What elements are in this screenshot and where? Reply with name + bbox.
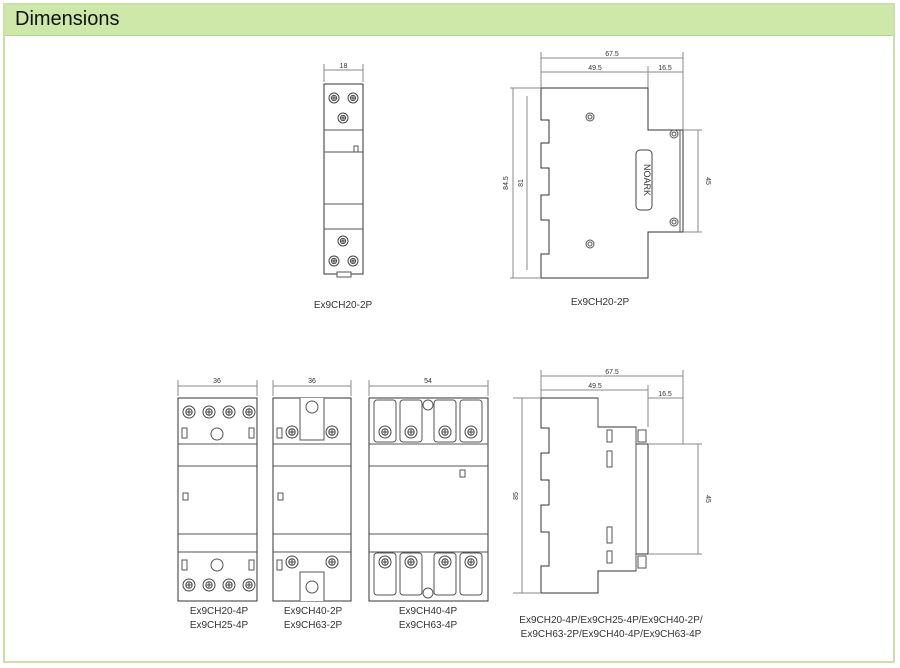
dim-h1-label: 84.5 <box>503 176 510 190</box>
dim-h2-label: 81 <box>518 179 525 187</box>
caption-line-1: Ex9CH20-4P/Ex9CH25-4P/Ex9CH40-2P/ <box>519 615 703 626</box>
dim-width-label: 54 <box>424 378 432 385</box>
dim-total-label: 67.5 <box>605 369 619 376</box>
caption-line-2: Ex9CH63-2P <box>284 620 343 631</box>
dim-a-label: 49.5 <box>588 65 602 72</box>
dim-h1-label: 85 <box>513 492 520 500</box>
dim-h2-label: 45 <box>704 495 711 503</box>
side-view-combined: 67.5 49.5 16.5 85 45 Ex9CH20-4P/Ex9CH25-… <box>513 369 711 640</box>
caption-line-2: Ex9CH63-4P <box>399 620 458 631</box>
dim-total-label: 67.5 <box>605 51 619 58</box>
front-view-2p-18: 18 Ex9CH20-2P <box>314 63 373 311</box>
front-view-caption: Ex9CH20-2P <box>314 300 373 311</box>
caption-line-1: Ex9CH40-4P <box>399 606 458 617</box>
front-view-2p-36: 36 Ex9CH40-2P Ex9CH63-2P <box>272 378 352 631</box>
dim-width-label: 36 <box>308 378 316 385</box>
side-view-caption: Ex9CH20-2P <box>571 297 630 308</box>
front-view-4p-36: 36 Ex9CH20-4P Ex9CH25-4P <box>177 378 258 631</box>
side-view-2p: NOARK 67.5 49.5 16.5 84.5 81 45 Ex9CH20-… <box>503 51 711 308</box>
caption-line-2: Ex9CH25-4P <box>190 620 249 631</box>
section-header: Dimensions <box>5 5 893 36</box>
dim-width-label: 36 <box>213 378 221 385</box>
dim-width-label: 18 <box>340 63 348 70</box>
dim-h3-label: 45 <box>704 177 711 185</box>
dim-b-label: 16.5 <box>658 65 672 72</box>
dim-a-label: 49.5 <box>588 383 602 390</box>
caption-line-1: Ex9CH40-2P <box>284 606 343 617</box>
front-view-4p-54: 54 Ex9CH40-4P Ex9CH63-4P <box>368 378 489 631</box>
caption-line-1: Ex9CH20-4P <box>190 606 249 617</box>
caption-line-2: Ex9CH63-2P/Ex9CH40-4P/Ex9CH63-4P <box>521 629 702 640</box>
brand-logo: NOARK <box>642 164 652 196</box>
dim-b-label: 16.5 <box>658 391 672 398</box>
section-title: Dimensions <box>15 8 120 30</box>
